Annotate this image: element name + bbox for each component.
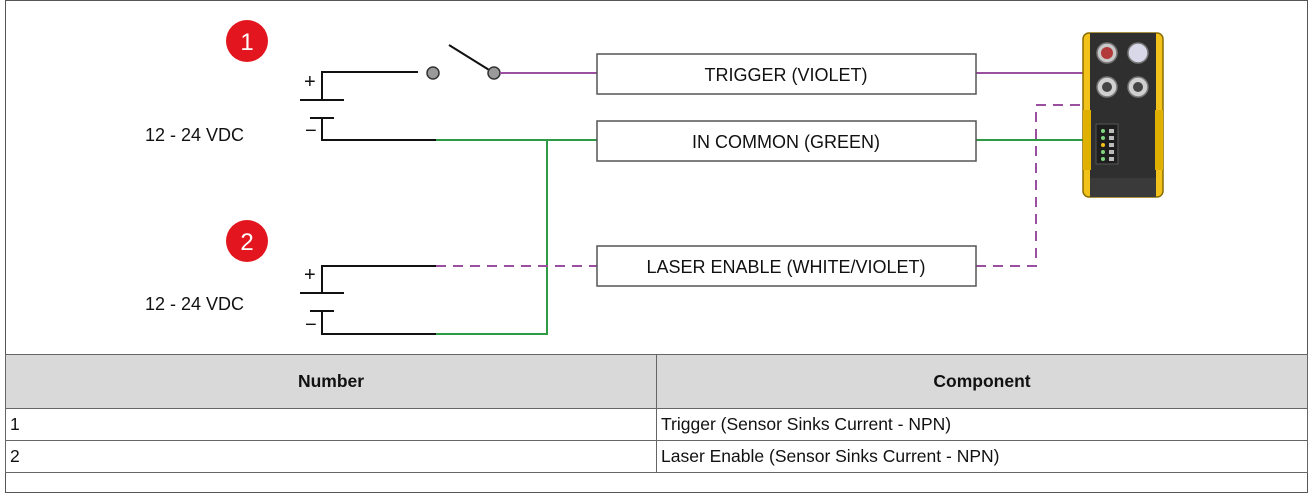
laser-enable-label: LASER ENABLE (WHITE/VIOLET) [646,257,925,277]
marker-1-label: 1 [240,29,253,56]
battery-1-symbol [300,71,436,141]
trigger-label: TRIGGER (VIOLET) [704,65,867,85]
cell-number: 2 [5,440,657,473]
common-label: IN COMMON (GREEN) [692,132,880,152]
wiring-diagram: 1 2 12 - 24 VDC 12 - 24 VDC + − + − [145,20,1164,336]
marker-1-circle [226,20,268,62]
laser-enable-label-box: LASER ENABLE (WHITE/VIOLET) [596,245,977,287]
header-component: Component [656,354,1308,409]
marker-2-circle [226,220,268,262]
switch-contact-right [487,66,501,80]
supply-2-label: 12 - 24 VDC [145,294,244,314]
switch-symbol [426,44,501,80]
trigger-label-box: TRIGGER (VIOLET) [596,53,977,95]
marker-1: 1 [226,20,268,62]
table-row: 2 Laser Enable (Sensor Sinks Current - N… [5,440,1308,473]
supply-1-label: 12 - 24 VDC [145,125,244,145]
sensor-device-icon [1082,32,1164,198]
common-label-box: IN COMMON (GREEN) [596,120,977,162]
cell-number: 1 [5,408,657,441]
cell-component: Trigger (Sensor Sinks Current - NPN) [656,408,1308,441]
table-header-row: Number Component [5,354,1308,409]
battery-1-minus: − [305,120,317,142]
laser-wire-right [976,104,1090,267]
header-number: Number [5,354,657,409]
marker-2-label: 2 [240,229,253,256]
marker-2: 2 [226,220,268,262]
battery-2-minus: − [305,314,317,336]
common-wire-branch [436,140,548,335]
cell-component: Laser Enable (Sensor Sinks Current - NPN… [656,440,1308,473]
battery-2-symbol [300,265,436,335]
table-row: 1 Trigger (Sensor Sinks Current - NPN) [5,408,1308,441]
battery-1-plus: + [304,71,316,93]
battery-2-plus: + [304,264,316,286]
component-table: Number Component 1 Trigger (Sensor Sinks… [5,354,1308,473]
switch-contact-left [426,66,440,80]
